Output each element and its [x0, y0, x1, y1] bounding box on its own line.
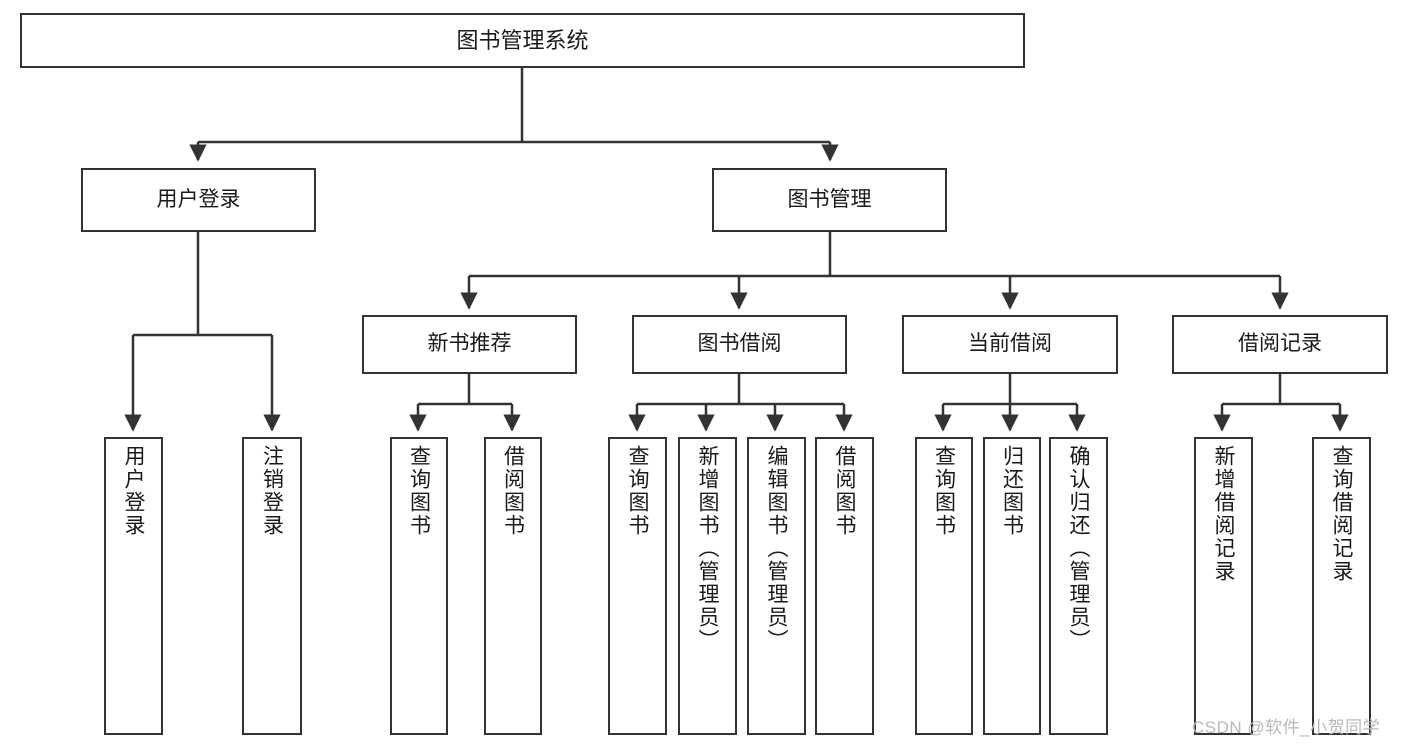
- node-user-login-label: 用户登录: [156, 187, 241, 211]
- node-book-manage-label: 图书管理: [787, 187, 872, 211]
- node-book-manage[interactable]: 图书管理: [712, 168, 947, 232]
- node-leaf-query-book-2[interactable]: 查询图书: [608, 437, 667, 735]
- node-leaf-user-login-label: 用户登录: [122, 445, 145, 537]
- node-leaf-borrow-book-1-label: 借阅图书: [501, 445, 525, 537]
- node-leaf-return-book[interactable]: 归还图书: [983, 437, 1041, 735]
- node-leaf-query-record[interactable]: 查询借阅记录: [1312, 437, 1371, 735]
- node-borrow-record-label: 借阅记录: [1238, 332, 1322, 356]
- node-leaf-add-book[interactable]: 新增图书（管理员）: [678, 437, 737, 735]
- node-root-label: 图书管理系统: [456, 27, 589, 53]
- node-leaf-user-logout[interactable]: 注销登录: [242, 437, 302, 735]
- node-leaf-confirm-return[interactable]: 确认归还（管理员）: [1049, 437, 1108, 735]
- node-leaf-edit-book-label: 编辑图书（管理员）: [765, 445, 788, 652]
- node-leaf-add-record-label: 新增借阅记录: [1212, 445, 1235, 583]
- node-leaf-query-book-1-label: 查询图书: [407, 445, 431, 537]
- node-leaf-add-record[interactable]: 新增借阅记录: [1194, 437, 1253, 735]
- node-leaf-borrow-book-2[interactable]: 借阅图书: [815, 437, 874, 735]
- node-leaf-borrow-book-1[interactable]: 借阅图书: [484, 437, 542, 735]
- node-leaf-user-login[interactable]: 用户登录: [104, 437, 163, 735]
- node-leaf-edit-book[interactable]: 编辑图书（管理员）: [747, 437, 806, 735]
- node-current-borrow-label: 当前借阅: [968, 332, 1052, 356]
- node-borrow-record[interactable]: 借阅记录: [1172, 315, 1388, 374]
- node-leaf-query-book-3-label: 查询图书: [932, 445, 956, 537]
- node-leaf-user-logout-label: 注销登录: [260, 445, 284, 537]
- node-root[interactable]: 图书管理系统: [20, 13, 1025, 68]
- node-leaf-return-book-label: 归还图书: [1000, 445, 1024, 537]
- node-leaf-borrow-book-2-label: 借阅图书: [833, 445, 856, 537]
- node-book-borrow-label: 图书借阅: [697, 332, 782, 356]
- node-leaf-query-book-3[interactable]: 查询图书: [915, 437, 973, 735]
- node-leaf-query-record-label: 查询借阅记录: [1330, 445, 1353, 583]
- node-leaf-query-book-1[interactable]: 查询图书: [390, 437, 448, 735]
- node-leaf-query-book-2-label: 查询图书: [626, 445, 649, 537]
- node-leaf-confirm-return-label: 确认归还（管理员）: [1067, 445, 1090, 652]
- node-leaf-add-book-label: 新增图书（管理员）: [696, 445, 719, 652]
- node-new-book-recommend-label: 新书推荐: [427, 332, 512, 356]
- node-current-borrow[interactable]: 当前借阅: [902, 315, 1118, 374]
- watermark: CSDN @软件_小贺同学: [1192, 718, 1381, 737]
- node-book-borrow[interactable]: 图书借阅: [632, 315, 847, 374]
- node-new-book-recommend[interactable]: 新书推荐: [362, 315, 577, 374]
- node-user-login[interactable]: 用户登录: [81, 168, 316, 232]
